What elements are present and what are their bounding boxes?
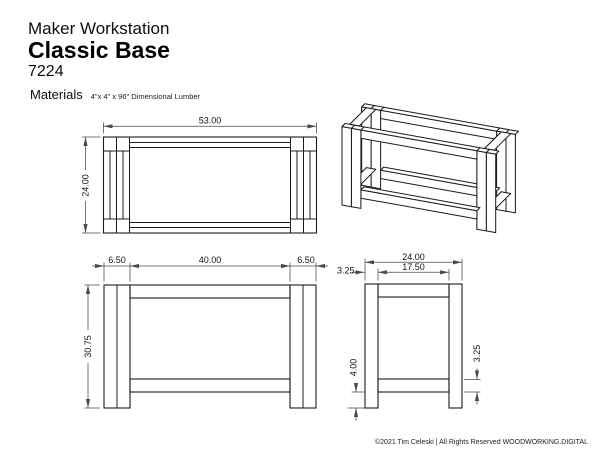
- materials-spec: 4"x 4" x 96" Dimensional Lumber: [90, 92, 201, 101]
- dim-top-width: 53.00: [199, 116, 222, 126]
- top-view: 53.00 24.00: [81, 116, 318, 234]
- side-view: 24.00 17.50 3.25 3.25 4.00: [337, 252, 482, 421]
- copyright-text: ©2021 Tim Celeski | All Rights Reserved …: [374, 439, 588, 446]
- dim-front-left-leg: 6.50: [108, 255, 126, 265]
- product-line: Maker Workstation: [28, 19, 170, 38]
- front-view: 6.50 40.00 6.50 30.75: [83, 255, 328, 409]
- materials-row: Materials 4"x 4" x 96" Dimensional Lumbe…: [30, 87, 200, 102]
- page-title: Classic Base: [28, 37, 170, 63]
- isometric-view: [341, 103, 519, 234]
- materials-label: Materials: [30, 87, 83, 102]
- dim-front-span: 40.00: [199, 255, 222, 265]
- dim-side-rail: 3.25: [472, 345, 482, 363]
- dim-top-depth: 24.00: [81, 174, 91, 197]
- dim-front-height: 30.75: [83, 335, 93, 358]
- dim-side-overall: 24.00: [402, 252, 425, 262]
- model-number: 7224: [28, 63, 64, 80]
- dim-side-clearance: 4.00: [349, 359, 359, 377]
- dim-side-inner: 17.50: [402, 262, 425, 272]
- dim-side-leg: 3.25: [337, 266, 355, 276]
- dim-front-right-leg: 6.50: [297, 255, 315, 265]
